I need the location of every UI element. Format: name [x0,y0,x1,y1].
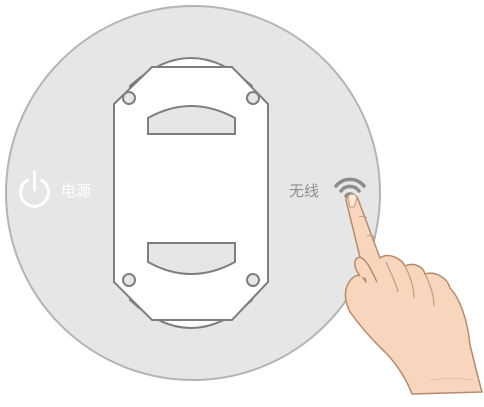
screw-top-left [122,91,136,105]
screw-top-right [246,91,260,105]
pointing-hand [344,193,483,395]
mount-slot-bottom [147,242,236,275]
mount-bracket [113,57,269,329]
mount-plate [113,66,269,321]
mount-slot-top [147,105,236,135]
power-label: 电源 [61,182,92,200]
screw-bottom-right [246,273,260,287]
power-icon[interactable] [19,170,50,208]
wireless-label: 无线 [289,182,320,200]
screw-bottom-left [122,273,136,287]
